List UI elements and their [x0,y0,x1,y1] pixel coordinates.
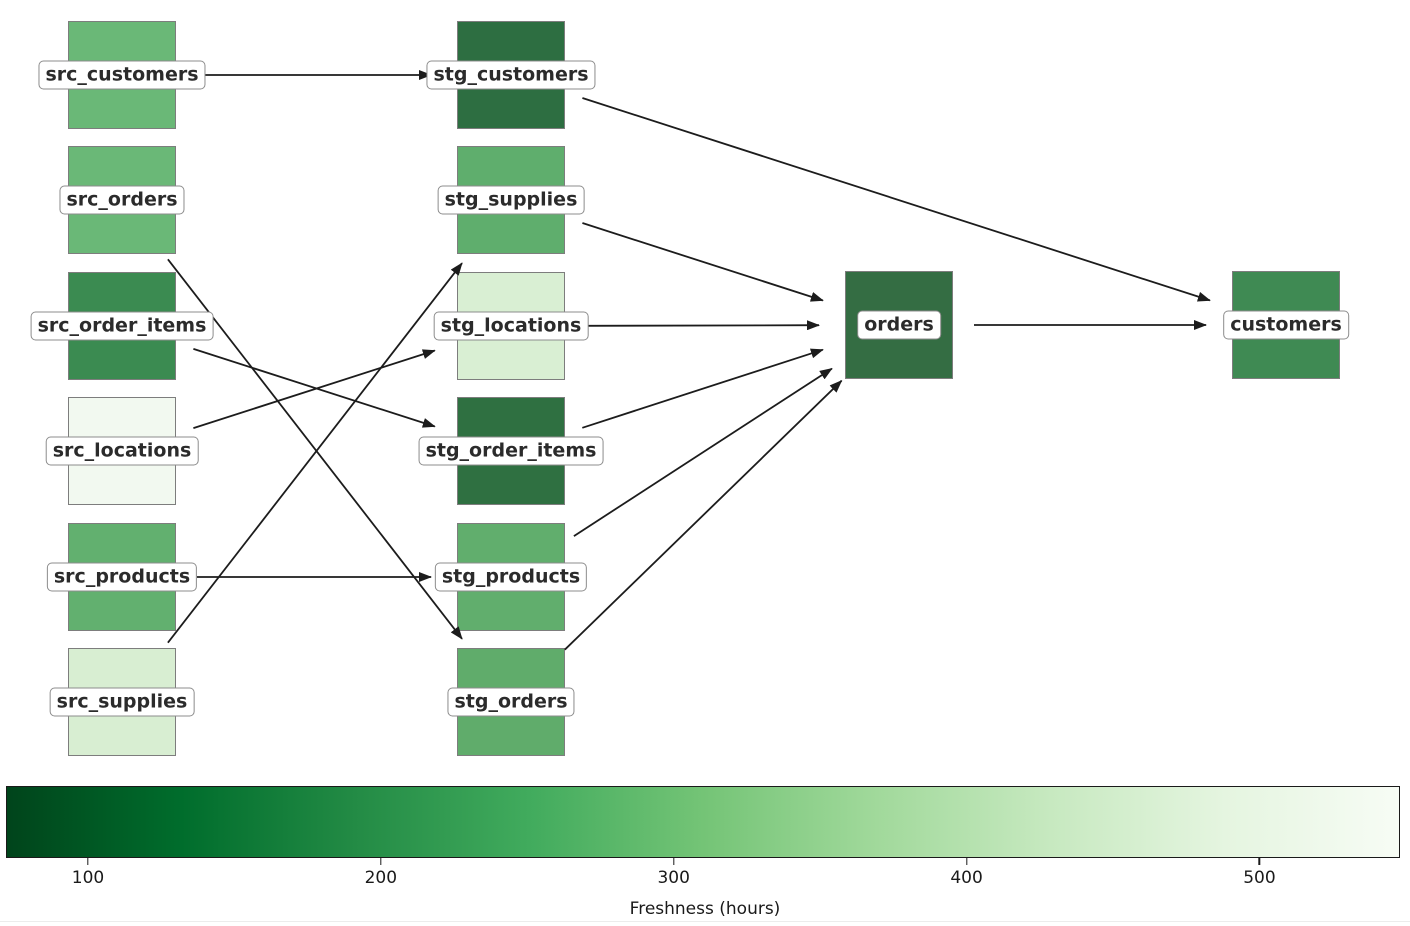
node-label-src_order_items: src_order_items [30,311,214,341]
node-label-orders: orders [857,310,941,340]
colorbar-tick-label: 500 [1243,868,1276,888]
colorbar-tick-label: 100 [71,868,105,888]
edge-stg_products-to-orders [573,367,833,537]
node-label-src_orders: src_orders [59,185,185,215]
node-label-src_supplies: src_supplies [49,687,195,717]
colorbar-axis-label: Freshness (hours) [629,899,781,919]
node-label-stg_products: stg_products [434,562,588,592]
node-label-src_customers: src_customers [38,60,206,90]
colorbar-tick-mark [380,858,382,865]
freshness-colorbar [6,786,1400,858]
node-label-stg_locations: stg_locations [433,311,589,341]
edge-stg_order_items-to-orders [582,348,824,429]
node-label-src_locations: src_locations [45,436,199,466]
node-label-src_products: src_products [46,562,198,592]
edge-stg_customers-to-customers [582,97,1211,302]
edge-stg_locations-to-orders [585,320,820,331]
node-label-stg_supplies: stg_supplies [437,185,585,215]
edge-src_orders-to-stg_orders [167,258,463,640]
edge-stg_supplies-to-orders [582,222,824,302]
figure-bottom-border [0,921,1410,922]
colorbar-tick-mark [673,858,675,865]
node-label-stg_orders: stg_orders [447,687,575,717]
colorbar-tick-label: 400 [950,868,983,888]
colorbar-tick-mark [1258,858,1261,865]
colorbar-tick-mark [965,858,968,865]
colorbar-tick-mark [87,858,89,865]
edge-src_supplies-to-stg_supplies [167,262,463,644]
node-label-stg_order_items: stg_order_items [418,436,604,466]
node-label-customers: customers [1223,310,1349,340]
edge-stg_orders-to-orders [564,380,843,651]
colorbar-tick-label: 200 [364,868,398,888]
colorbar-tick-label: 300 [657,868,690,888]
edge-src_order_items-to-stg_order_items [193,348,436,428]
node-label-stg_customers: stg_customers [426,60,596,90]
edge-src_locations-to-stg_locations [193,349,436,429]
